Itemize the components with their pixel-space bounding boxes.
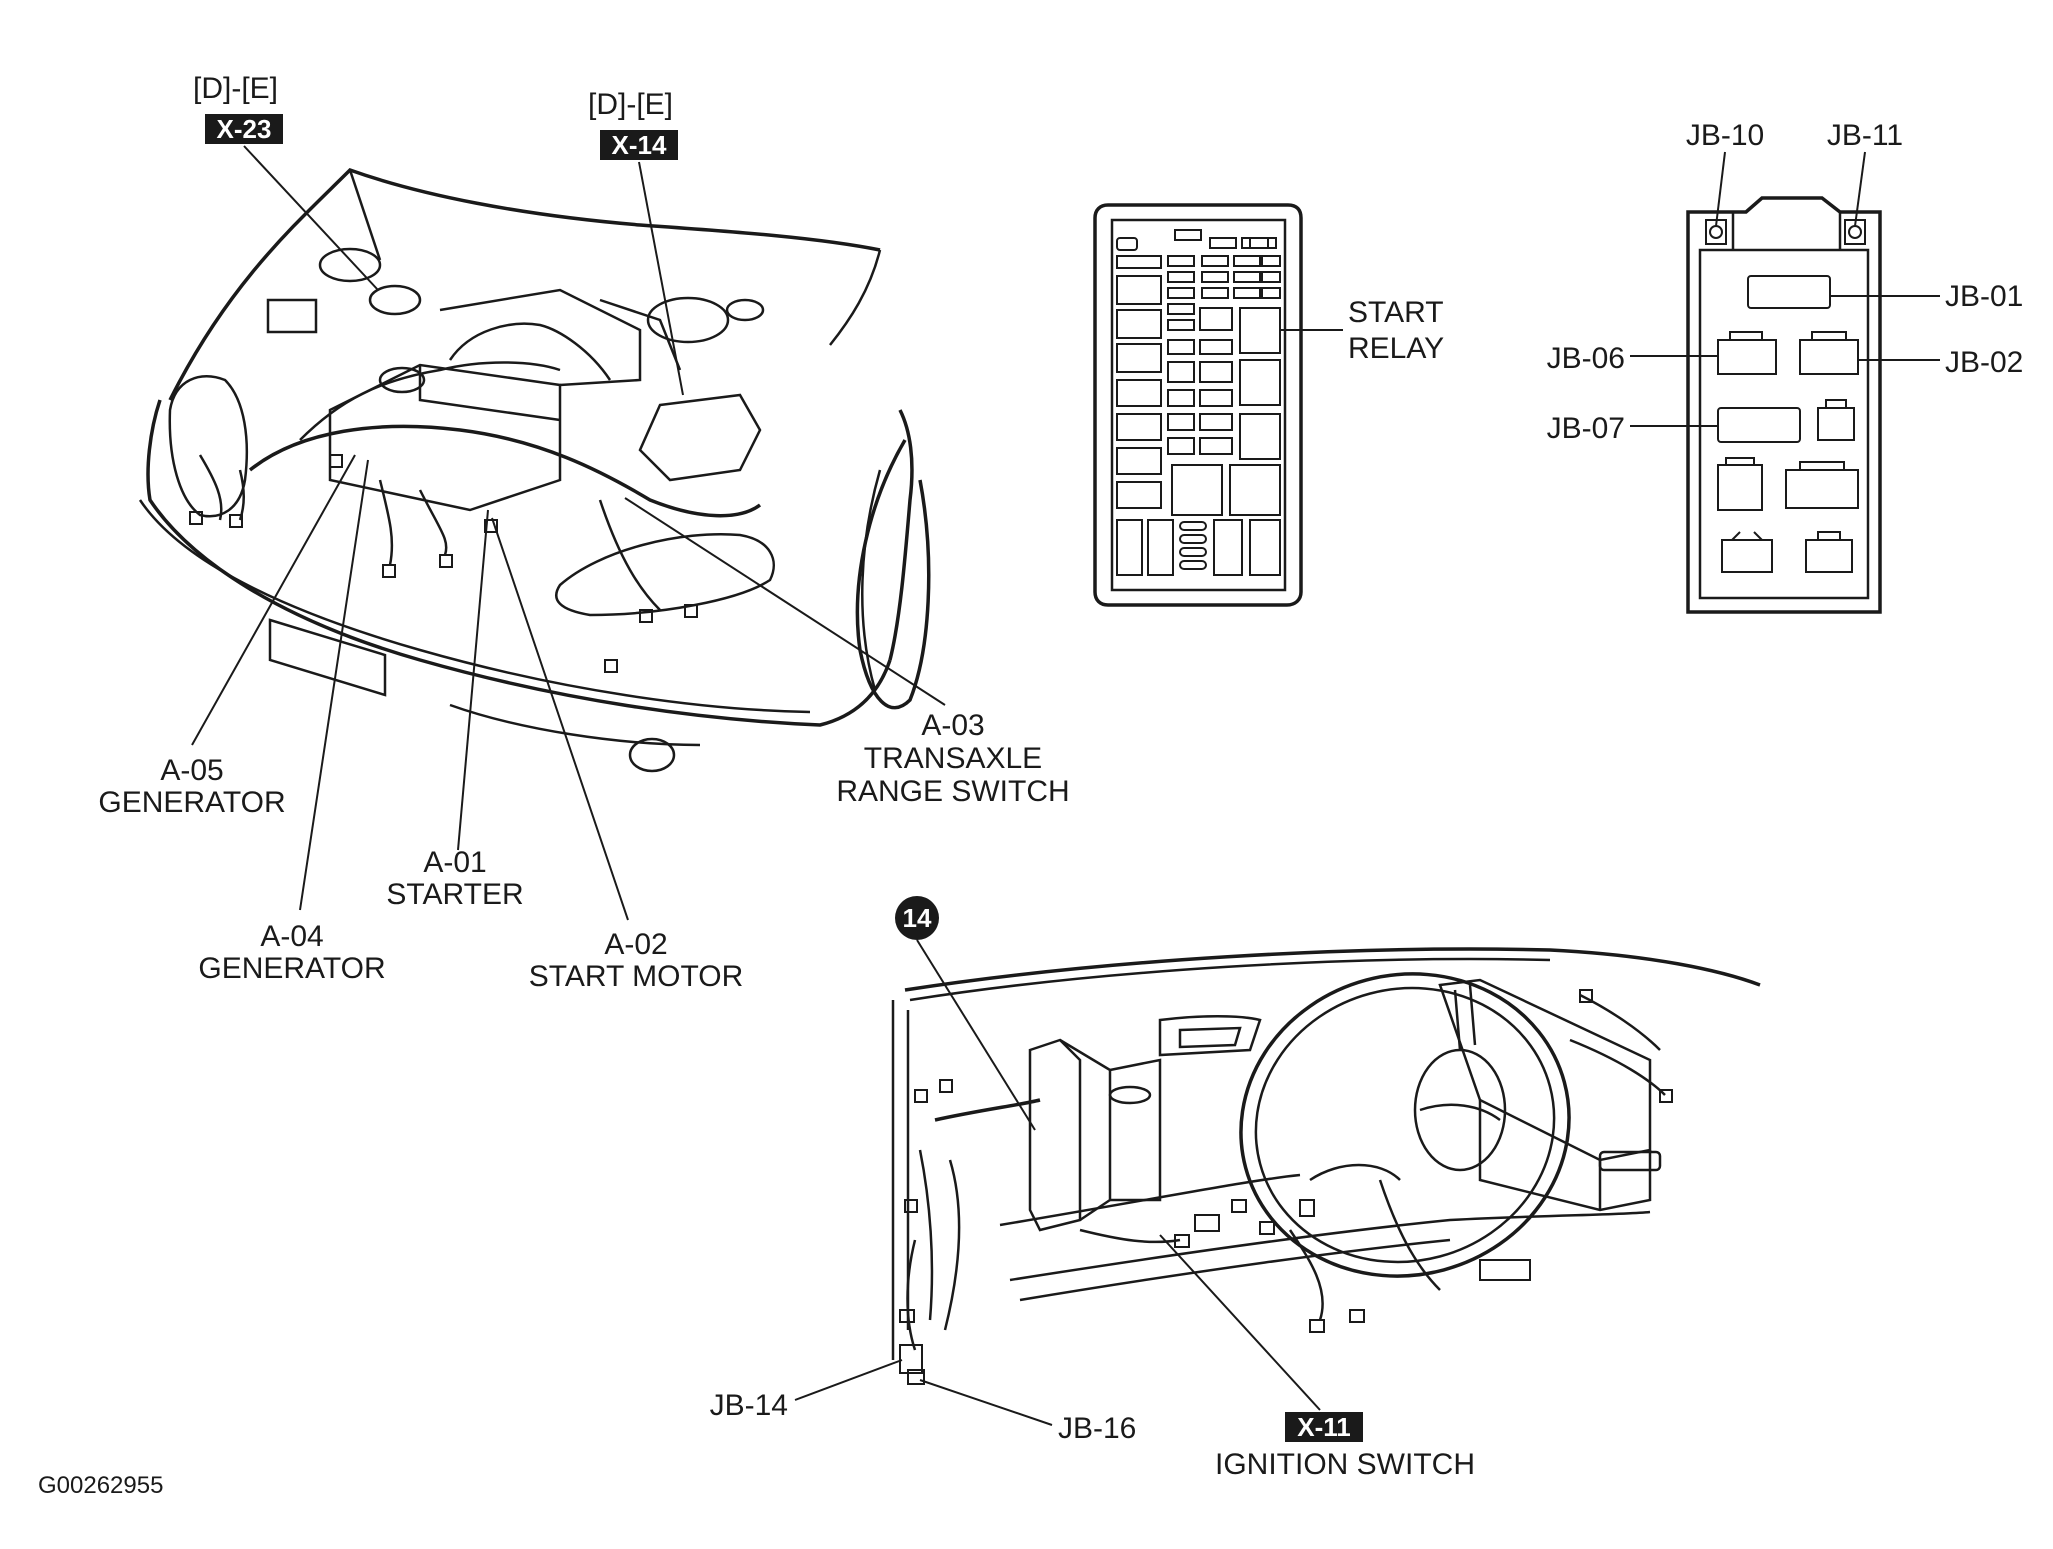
a05-name: GENERATOR (98, 786, 285, 819)
ignition-switch-callout: X-11 IGNITION SWITCH (1159, 1234, 1475, 1481)
start-relay-label-line2: RELAY (1348, 332, 1444, 365)
a01-name: STARTER (386, 878, 523, 911)
junction-box: JB-10 JB-11 JB-01 JB-02 JB-06 JB-07 (1547, 119, 2023, 614)
x11-badge-text: X-11 (1297, 1412, 1351, 1442)
connector-callout-x23: [D]-[E] X-23 (193, 72, 379, 291)
marker-14-text: 14 (903, 903, 932, 933)
a03-code: A-03 (921, 709, 984, 742)
jb10-label: JB-10 (1686, 119, 1764, 152)
jb14-label: JB-14 (710, 1389, 788, 1422)
connector-callout-x14: [D]-[E] X-14 (588, 88, 684, 396)
engine-bay-illustration (138, 167, 931, 773)
jb14-jb16-labels: JB-14 JB-16 (710, 1359, 1136, 1445)
x23-badge-text: X-23 (217, 114, 272, 144)
a01-code: A-01 (423, 846, 486, 879)
a04-name: GENERATOR (198, 952, 385, 985)
marker-14 (895, 896, 939, 940)
jb01-label: JB-01 (1945, 280, 2023, 313)
jb06-label: JB-06 (1547, 342, 1625, 375)
engine-component-labels: A-05 GENERATOR A-04 GENERATOR A-01 START… (98, 454, 1070, 993)
ignition-switch-label: IGNITION SWITCH (1215, 1448, 1475, 1481)
x23-location-label: [D]-[E] (193, 72, 278, 105)
x14-location-label: [D]-[E] (588, 88, 673, 121)
relay-box-fuses (1116, 229, 1281, 576)
jb16-label: JB-16 (1058, 1412, 1136, 1445)
a02-code: A-02 (604, 928, 667, 961)
jb02-label: JB-02 (1945, 346, 2023, 379)
dashboard-illustration (891, 947, 1761, 1385)
a03-name-line1: TRANSAXLE (864, 742, 1042, 775)
a05-code: A-05 (160, 754, 223, 787)
a04-code: A-04 (260, 920, 323, 953)
x14-badge (600, 130, 678, 160)
x23-badge (205, 114, 283, 144)
x14-badge-text: X-14 (612, 130, 667, 160)
a03-name-line2: RANGE SWITCH (836, 775, 1069, 808)
marker-14-callout: 14 (895, 896, 1036, 1131)
jb07-label: JB-07 (1547, 412, 1625, 445)
x11-badge (1285, 1412, 1363, 1442)
a02-name: START MOTOR (529, 960, 743, 993)
jb11-label: JB-11 (1827, 119, 1903, 152)
relay-box: START RELAY (1093, 203, 1444, 607)
start-relay-label-line1: START (1348, 296, 1444, 329)
figure-id: G00262955 (38, 1472, 163, 1499)
